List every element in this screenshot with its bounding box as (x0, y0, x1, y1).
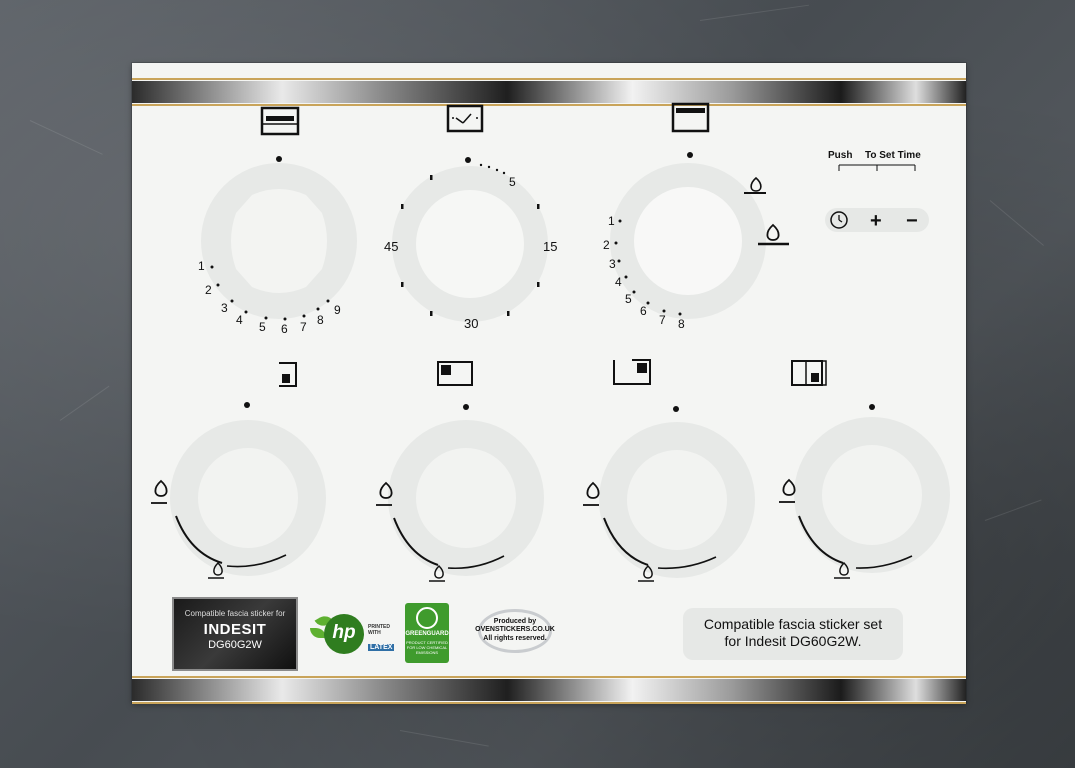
scratch (59, 385, 110, 421)
chrome-band-top (132, 78, 966, 106)
indicator-dot (276, 156, 282, 162)
indesit-model: DG60G2W (208, 639, 262, 651)
indicator-dot (869, 404, 875, 410)
indicator-dot (244, 402, 250, 408)
flame-icon (779, 478, 796, 503)
dial-mark-1: 1 (198, 259, 205, 273)
flame-icon (834, 561, 850, 579)
flame-icon (376, 481, 393, 506)
clock-bracket: + − (825, 164, 929, 232)
ovenstickers-badge: Produced by OVENSTICKERS.CO.UK All right… (470, 609, 560, 659)
chrome-band-bottom (132, 676, 966, 704)
minute-timer-dial: 5 15 30 45 (384, 104, 557, 331)
hob-burner-icon (791, 360, 827, 386)
indicator-dot (687, 152, 693, 158)
dial-mark-7: 7 (659, 313, 666, 327)
leaf-icon (310, 628, 326, 638)
greenguard-badge: GREENGUARD PRODUCT CERTIFIED FOR LOW CHE… (405, 603, 449, 663)
dial-center (634, 187, 742, 295)
produced-by: Produced by (493, 618, 537, 625)
greenguard-icon (416, 607, 438, 629)
dial-mark-2: 2 (603, 238, 610, 252)
flame-icon (429, 564, 445, 582)
dial-center (416, 190, 524, 298)
dial-mark-6: 6 (640, 304, 647, 318)
caption-line-2: for Indesit DG60G2W. (724, 633, 862, 649)
hob-burner-icon (613, 359, 651, 385)
dial-mark-7: 7 (300, 320, 307, 334)
dial-knob-shape (231, 189, 327, 293)
flame-icon (583, 481, 600, 506)
plus-symbol: + (870, 210, 882, 232)
flame-icon (638, 564, 654, 582)
dial-mark-6: 6 (281, 322, 288, 336)
indesit-compatible-text: Compatible fascia sticker for (184, 609, 286, 618)
hob-dial-3 (583, 359, 755, 582)
badge-ring (478, 609, 552, 653)
scratch (29, 120, 103, 155)
hp-logo-icon: hp (324, 614, 364, 654)
dial-mark-8: 8 (317, 313, 324, 327)
hob-burner-icon (279, 362, 297, 387)
flame-icon (744, 176, 766, 194)
hob-dial-4 (779, 360, 950, 579)
scratch (984, 499, 1042, 521)
dial-mark-9: 9 (334, 303, 341, 317)
ovenstickers-site: OVENSTICKERS.CO.UK (475, 626, 555, 633)
indicator-dot (673, 406, 679, 412)
dial-mark-5: 5 (625, 292, 632, 306)
top-grill-icon (671, 102, 710, 133)
dial-mark-3: 3 (221, 301, 228, 315)
timer-mark-5: 5 (509, 175, 516, 189)
hob-dial-2 (376, 361, 544, 582)
dial-mark-4: 4 (236, 313, 243, 327)
hp-latex: LATEX (368, 644, 395, 651)
clock-icon (830, 211, 848, 229)
dial-mark-4: 4 (615, 275, 622, 289)
scratch (989, 200, 1044, 246)
caption-box: Compatible fascia sticker set for Indesi… (683, 608, 903, 660)
scratch (399, 730, 489, 747)
caption-line-1: Compatible fascia sticker set (703, 616, 883, 632)
timer-mark-15: 15 (543, 239, 557, 254)
timer-mark-45: 45 (384, 239, 398, 254)
dial-mark-2: 2 (205, 283, 212, 297)
flame-icon (151, 479, 168, 504)
fascia-sticker-sheet: 1 2 3 4 5 6 7 8 9 (132, 63, 966, 704)
right-oven-dial: 1 2 3 4 5 6 7 8 (603, 102, 789, 331)
hob-burner-icon (437, 361, 473, 386)
indicator-dot (465, 157, 471, 163)
greenguard-lines: PRODUCT CERTIFIED FOR LOW CHEMICAL EMISS… (406, 640, 448, 655)
oven-grill-icon (260, 106, 300, 136)
scratch (699, 4, 809, 21)
left-oven-dial: 1 2 3 4 5 6 7 8 9 (198, 106, 357, 336)
dial-artwork: 1 2 3 4 5 6 7 8 9 (151, 102, 950, 582)
minus-symbol: − (906, 210, 918, 232)
indesit-badge: Compatible fascia sticker for INDESIT DG… (172, 597, 298, 671)
rights-reserved: All rights reserved. (483, 635, 547, 642)
hob-dial-1 (151, 362, 326, 579)
indicator-dot (463, 404, 469, 410)
flame-icon (208, 561, 224, 579)
greenguard-title: GREENGUARD (405, 631, 449, 637)
timer-icon (446, 104, 484, 133)
dial-mark-3: 3 (609, 257, 616, 271)
indesit-brand: INDESIT (203, 621, 267, 638)
dial-mark-8: 8 (678, 317, 685, 331)
push-label: Push (828, 150, 853, 161)
timer-mark-30: 30 (464, 316, 478, 331)
dial-mark-1: 1 (608, 214, 615, 228)
flame-icon (758, 223, 789, 246)
dial-mark-5: 5 (259, 320, 266, 334)
to-set-time-label: To Set Time (865, 150, 921, 161)
